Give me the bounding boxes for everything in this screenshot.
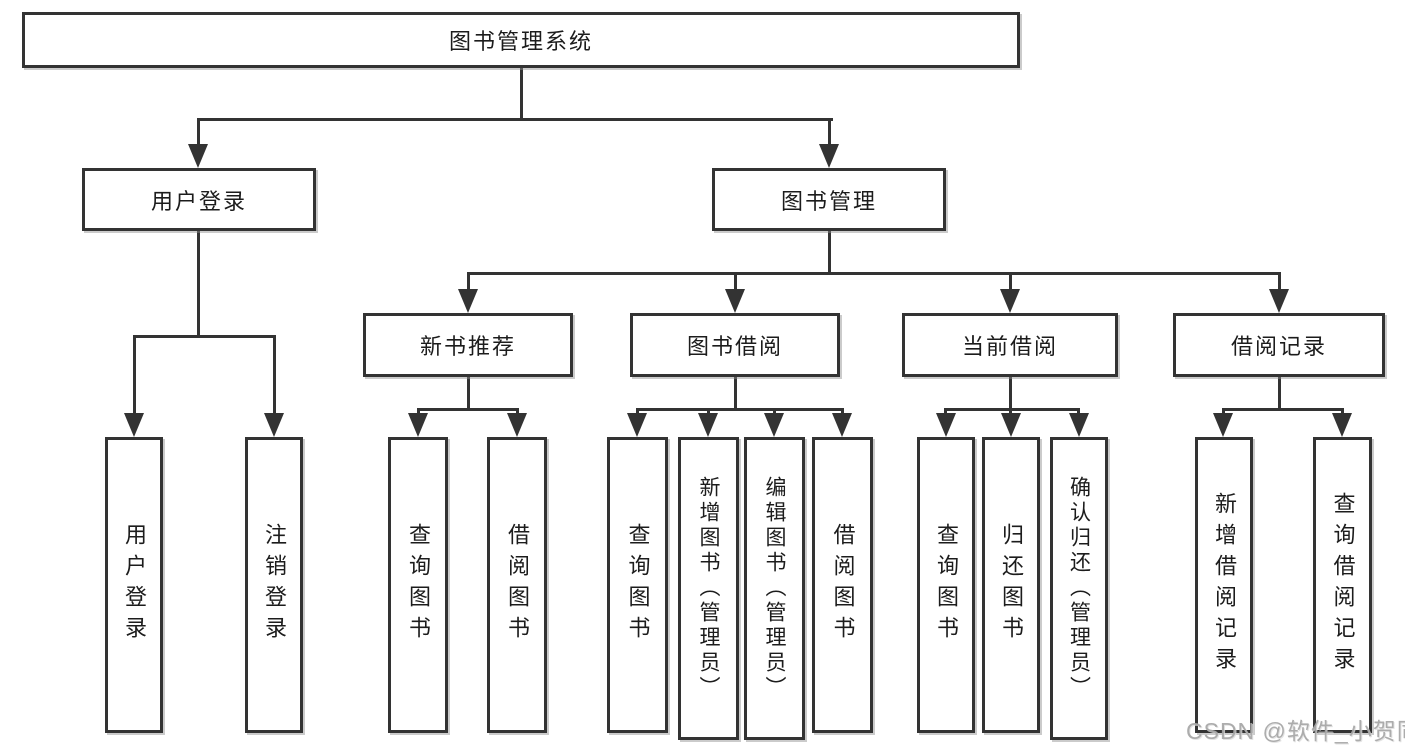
arrowhead-leaf-logout [264, 413, 284, 437]
leaf-br-query-record-label: 查询借阅记录 [1330, 492, 1356, 678]
connector-stem-user-login [197, 118, 200, 146]
leaf-br-add-record: 新增借阅记录 [1195, 437, 1253, 733]
arrowhead-cb-confirm [1069, 413, 1089, 437]
arrowhead-cb-return [1001, 413, 1021, 437]
node-book-management: 图书管理 [712, 168, 946, 231]
leaf-br-add-record-label: 新增借阅记录 [1212, 492, 1237, 678]
arrowhead-current-borrow [1000, 289, 1020, 313]
arrowhead-borrow-records [1269, 289, 1289, 313]
node-user-login: 用户登录 [82, 168, 316, 231]
node-book-borrow-label: 图书借阅 [686, 334, 783, 359]
connector-user-login-trunk [197, 231, 200, 338]
csdn-watermark: CSDN @软件_小贺同学 [1186, 718, 1405, 744]
connector-book-borrow-trunk [734, 377, 737, 411]
leaf-nbr-query-books-label: 查询图书 [406, 523, 431, 647]
connector-root-trunk [520, 68, 523, 121]
connector-level1-split [197, 118, 833, 121]
leaf-bb-query-books-label: 查询图书 [625, 523, 651, 647]
node-current-borrow-label: 当前借阅 [961, 334, 1058, 359]
leaf-bb-query-books: 查询图书 [607, 437, 668, 733]
leaf-nbr-query-books: 查询图书 [388, 437, 448, 733]
leaf-cb-confirm-return: 确认归还（管理员） [1050, 437, 1108, 740]
leaf-bb-borrow-books-label: 借阅图书 [830, 523, 856, 647]
arrowhead-bb-query [627, 413, 647, 437]
leaf-cb-confirm-return-label: 确认归还（管理员） [1067, 476, 1091, 701]
leaf-nbr-borrow-books-label: 借阅图书 [505, 523, 530, 647]
arrowhead-book-management [819, 144, 839, 168]
arrowhead-user-login [188, 144, 208, 168]
connector-book-management-trunk [828, 231, 831, 274]
connector-stem-book-borrow [734, 272, 737, 291]
arrowhead-br-query [1332, 413, 1352, 437]
node-borrow-records: 借阅记录 [1173, 313, 1385, 377]
connector-stem-new-book-rec [467, 272, 470, 291]
leaf-nbr-borrow-books: 借阅图书 [487, 437, 547, 733]
leaf-cb-query-books: 查询图书 [917, 437, 975, 733]
node-book-borrow: 图书借阅 [630, 313, 840, 377]
node-root: 图书管理系统 [22, 12, 1020, 68]
node-root-label: 图书管理系统 [448, 29, 593, 54]
leaf-logout-label: 注销登录 [262, 523, 287, 647]
node-borrow-records-label: 借阅记录 [1230, 334, 1327, 359]
arrowhead-br-add [1213, 413, 1233, 437]
leaf-bb-edit-books: 编辑图书（管理员） [744, 437, 805, 740]
arrowhead-nbr-query [408, 413, 428, 437]
arrowhead-nbr-borrow [507, 413, 527, 437]
connector-new-book-rec-trunk [467, 377, 470, 411]
arrowhead-book-borrow [725, 289, 745, 313]
connector-stem-leaf-logout [273, 335, 276, 417]
arrowhead-cb-query [936, 413, 956, 437]
node-book-management-label: 图书管理 [780, 188, 877, 214]
connector-stem-book-management [828, 118, 831, 146]
connector-stem-current-borrow [1009, 272, 1012, 291]
leaf-user-login-label: 用户登录 [122, 523, 147, 647]
node-user-login-label: 用户登录 [150, 188, 247, 214]
arrowhead-bb-edit [764, 413, 784, 437]
leaf-bb-add-books-label: 新增图书（管理员） [697, 476, 720, 701]
connector-stem-borrow-records [1278, 272, 1281, 291]
leaf-bb-add-books: 新增图书（管理员） [678, 437, 739, 740]
leaf-cb-return-books-label: 归还图书 [999, 523, 1024, 647]
leaf-user-login: 用户登录 [105, 437, 163, 733]
leaf-cb-return-books: 归还图书 [982, 437, 1040, 733]
leaf-br-query-record: 查询借阅记录 [1313, 437, 1372, 733]
connector-new-book-rec-split [417, 408, 519, 411]
arrowhead-bb-borrow [832, 413, 852, 437]
leaf-cb-query-books-label: 查询图书 [934, 523, 959, 647]
node-new-book-rec-label: 新书推荐 [419, 334, 516, 359]
connector-borrow-records-trunk [1278, 377, 1281, 411]
connector-current-borrow-trunk [1009, 377, 1012, 411]
leaf-bb-edit-books-label: 编辑图书（管理员） [763, 476, 786, 701]
leaf-logout: 注销登录 [245, 437, 303, 733]
leaf-bb-borrow-books: 借阅图书 [812, 437, 873, 733]
node-current-borrow: 当前借阅 [902, 313, 1118, 377]
connector-borrow-records-split [1222, 408, 1343, 411]
arrowhead-leaf-user-login [124, 413, 144, 437]
arrowhead-new-book-rec [458, 289, 478, 313]
connector-level3-split [467, 272, 1281, 275]
connector-book-borrow-split [636, 408, 843, 411]
connector-stem-leaf-user-login [133, 335, 136, 417]
node-new-book-rec: 新书推荐 [363, 313, 573, 377]
connector-user-login-split [133, 335, 276, 338]
arrowhead-bb-add [698, 413, 718, 437]
